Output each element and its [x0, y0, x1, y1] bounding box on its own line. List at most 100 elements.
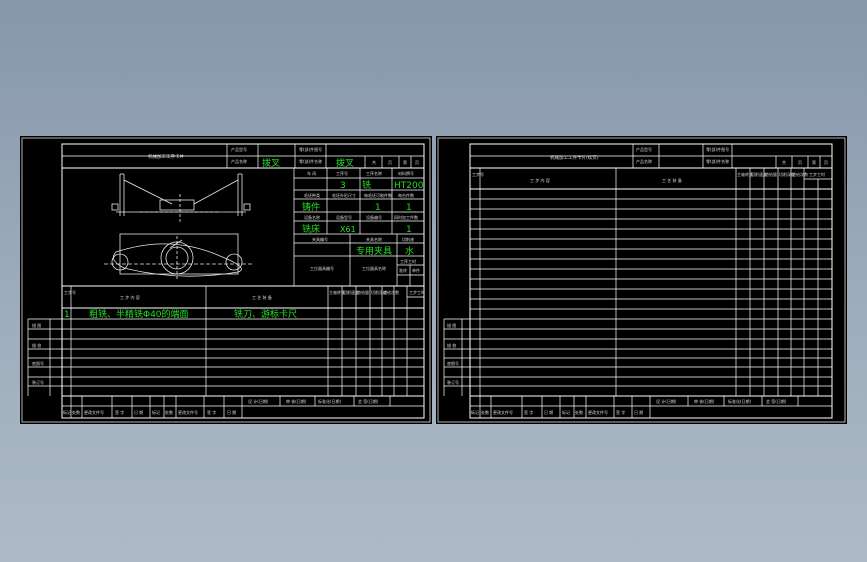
- col-passes: 进给次数: [792, 171, 808, 177]
- page-no-suffix: 页: [415, 160, 419, 165]
- sheet-border: [437, 137, 846, 423]
- fixture-no-label: 夹具编号: [312, 236, 328, 242]
- footer-design: 设 计(日期): [248, 398, 269, 404]
- col-step-content: 工 步 内 容: [120, 294, 140, 300]
- op-no-label: 工序号: [336, 170, 348, 176]
- part-name-label: 零(部)件名称: [706, 158, 729, 164]
- part-name-value: 拨叉: [336, 157, 354, 169]
- op-no-value: 3: [340, 181, 346, 191]
- coolant-value: 水: [405, 245, 414, 257]
- rev-date: 日 期: [134, 409, 143, 415]
- blank-type-label: 毛坯种类: [304, 192, 320, 198]
- card-frame: [469, 143, 833, 419]
- material-label: 材料牌号: [398, 170, 414, 176]
- rev-date-2: 日 期: [634, 409, 643, 415]
- card-frame: [61, 143, 425, 419]
- parts-per-value: 1: [406, 203, 412, 213]
- op-name-label: 工序名称: [366, 170, 382, 176]
- rev-sign: 签 字: [524, 409, 533, 415]
- footer-countersign: 会 签(日期): [358, 398, 379, 404]
- page-no-label: 第: [403, 159, 407, 165]
- page-label: 页: [798, 160, 802, 165]
- side-label-trace: 描 图: [32, 322, 41, 328]
- step-rows: [470, 198, 832, 397]
- fixture-name-value: 专用夹具: [356, 245, 392, 257]
- blank-type-value: 铸件: [302, 201, 320, 213]
- footer-countersign: 会 签(日期): [766, 398, 787, 404]
- col-depth: 切削深度: [779, 171, 795, 177]
- process-card-2: 机械加工工序卡片(续页) 产品型号 产品名称 零(部)件图号 零(部)件名称 共…: [437, 137, 846, 423]
- equip-model-label: 设备型号: [336, 214, 352, 220]
- product-name-value: 拨叉: [262, 157, 280, 169]
- side-label-binding-no: 装订号: [32, 379, 44, 385]
- side-label-binding-no: 装订号: [447, 379, 459, 385]
- product-name-label: 产品名称: [636, 158, 652, 164]
- product-name-label: 产品名称: [231, 158, 247, 164]
- step-rows: [62, 318, 424, 397]
- side-labels: 描 图 描 校 底图号 装订号: [443, 318, 470, 396]
- equip-name-label: 设备名称: [304, 214, 320, 220]
- col-passes: 进给次数: [383, 289, 399, 295]
- side-label-check: 描 校: [447, 342, 456, 348]
- step1-content: 粗铣、半精铣Φ40的端面: [89, 308, 189, 320]
- rev-count: 处数: [72, 409, 80, 415]
- footer-review: 审 核(日期): [694, 398, 715, 404]
- col-step-no: 工步号: [472, 171, 484, 177]
- part-name-label: 零(部)件名称: [299, 158, 322, 164]
- col-step-content: 工 步 内 容: [530, 177, 550, 183]
- blank-dim-label: 毛坯外形尺寸: [332, 192, 356, 198]
- total-label: 共: [782, 159, 786, 165]
- station-tool-name-label: 工位器具名称: [362, 265, 386, 271]
- rev-date-2: 日 期: [227, 409, 236, 415]
- footer-standard: 标准化(日期): [728, 398, 752, 404]
- rev-doc-no-2: 更改文件号: [178, 409, 198, 415]
- footer-review: 审 核(日期): [286, 398, 307, 404]
- rev-count-2: 处数: [575, 409, 583, 415]
- unit-time-label: 单件: [412, 267, 420, 273]
- col-equipment: 工 艺 装 备: [252, 294, 272, 300]
- col-spindle: 主轴转速: [329, 289, 345, 295]
- rev-mark: 标记: [471, 409, 479, 415]
- coolant-label: 切削液: [402, 236, 414, 242]
- page-no-suffix: 页: [824, 160, 828, 165]
- col-spindle: 主轴转速: [737, 171, 753, 177]
- blank-count-value: 1: [375, 203, 381, 213]
- equip-name-value: 铣床: [302, 223, 320, 235]
- total-label: 共: [372, 159, 376, 165]
- side-label-trace: 描 图: [447, 322, 456, 328]
- process-card-sheet-1: 机械加工工序卡片 产品型号 产品名称 零(部)件图号 零(部)件名称 拨叉 拨叉…: [20, 136, 432, 424]
- side-label-base-no: 底图号: [447, 360, 459, 366]
- col-depth: 切削深度: [371, 289, 387, 295]
- card-title: 机械加工工序卡片: [148, 153, 184, 160]
- rev-sign-2: 签 字: [616, 409, 625, 415]
- col-speed: 切削速度: [343, 289, 359, 295]
- step1-no: 1: [64, 310, 70, 320]
- side-label-base-no: 底图号: [32, 360, 44, 366]
- col-speed: 切削速度: [751, 171, 767, 177]
- rev-doc-no-2: 更改文件号: [588, 409, 608, 415]
- col-hours: 工步工时: [809, 171, 825, 177]
- side-labels: 描 图 描 校 底图号 装订号: [27, 318, 62, 396]
- col-feed: 进给量: [765, 171, 777, 177]
- product-model-label: 产品型号: [231, 146, 247, 152]
- step1-tools: 铣刀、游标卡尺: [234, 308, 297, 320]
- rev-sign: 签 字: [115, 409, 124, 415]
- parts-per-label: 每台件数: [398, 192, 414, 198]
- fixture-name-label: 夹具名称: [366, 236, 382, 242]
- material-value: HT200: [394, 181, 424, 191]
- sheet-border: [21, 137, 431, 423]
- rev-mark-2: 标记: [152, 409, 160, 415]
- op-name-value: 铣: [362, 179, 371, 191]
- page-label: 页: [388, 160, 392, 165]
- product-model-label: 产品型号: [636, 146, 652, 152]
- part-drawing-label: 零(部)件图号: [706, 146, 729, 152]
- rev-doc-no: 更改文件号: [84, 409, 104, 415]
- blank-count-label: 每毛坯可制件数: [364, 192, 392, 198]
- footer-standard: 标准化(日期): [318, 398, 342, 404]
- process-card-sheet-2: 机械加工工序卡片(续页) 产品型号 产品名称 零(部)件图号 零(部)件名称 共…: [436, 136, 847, 424]
- part-drawing-label: 零(部)件图号: [299, 146, 322, 152]
- station-tool-no-label: 工位器具编号: [310, 265, 334, 271]
- simul-label: 同时加工件数: [394, 214, 418, 220]
- op-hours-label: 工序工时: [400, 258, 416, 264]
